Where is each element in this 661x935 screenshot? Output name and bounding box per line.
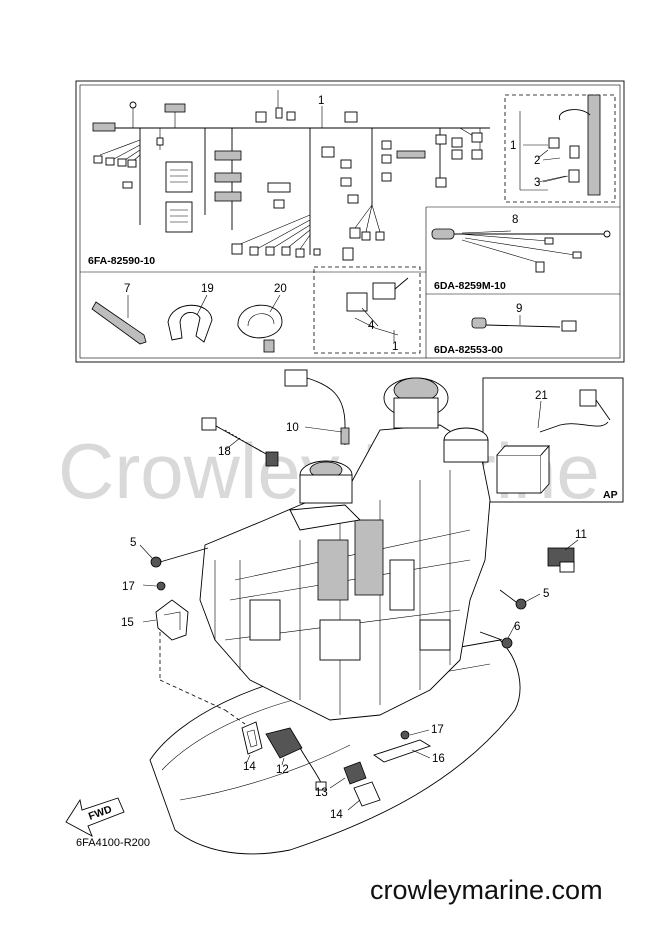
cable-tie-7 <box>91 301 147 345</box>
lead-part-code: 6DA-82553-00 <box>434 344 503 356</box>
callout-3: 3 <box>534 177 540 189</box>
sensor-lead-part-code: 6DA-8259M-10 <box>434 280 506 292</box>
sensor-lead-8 <box>431 228 611 273</box>
callout-1-top: 1 <box>318 95 324 107</box>
detail-box-relay <box>313 266 421 354</box>
fwd-arrow-icon: FWD <box>65 797 125 837</box>
sensor-11 <box>547 547 575 573</box>
sensor-18 <box>201 417 279 467</box>
bolt-6 <box>479 631 513 649</box>
site-url: crowleymarine.com <box>370 875 603 905</box>
harness-part-code: 6FA-82590-10 <box>88 255 155 267</box>
callout-5-right: 5 <box>543 588 549 600</box>
callout-20: 20 <box>274 283 287 295</box>
callout-16: 16 <box>432 753 445 765</box>
callout-14-right: 14 <box>330 809 343 821</box>
callout-1-right: 1 <box>510 140 516 152</box>
callout-12: 12 <box>276 764 289 776</box>
callout-17-right: 17 <box>431 724 444 736</box>
switch-12 <box>265 727 327 791</box>
holder-19 <box>167 304 213 343</box>
callout-5-left: 5 <box>130 537 136 549</box>
callout-19: 19 <box>201 283 214 295</box>
callout-2: 2 <box>534 155 540 167</box>
callout-1-relay: 1 <box>392 341 398 353</box>
bracket-16 <box>373 730 432 763</box>
callout-21: 21 <box>535 390 548 402</box>
callout-11: 11 <box>575 529 587 541</box>
callout-17-left: 17 <box>122 581 135 593</box>
callout-9: 9 <box>516 303 522 315</box>
callout-13: 13 <box>315 787 328 799</box>
engine-block <box>149 377 521 855</box>
grommet-14-left <box>241 721 263 755</box>
callout-7: 7 <box>124 283 130 295</box>
callout-6: 6 <box>514 621 520 633</box>
wire-harness-assembly <box>92 90 490 261</box>
callout-18: 18 <box>218 446 231 458</box>
screw-17-left <box>156 581 166 591</box>
ap-inset-frame <box>482 377 624 503</box>
grommet-14-right <box>353 781 381 807</box>
ap-label: AP <box>603 489 618 501</box>
detail-box-right <box>504 94 616 203</box>
callout-4: 4 <box>368 320 375 332</box>
callout-15: 15 <box>121 617 134 629</box>
leader-lines <box>127 106 579 811</box>
sensor-10 <box>284 369 350 445</box>
top-inset-frame <box>75 80 625 363</box>
holder-20 <box>237 304 283 353</box>
lead-9 <box>471 317 577 332</box>
switch-13 <box>343 761 367 785</box>
bolt-5-right <box>499 589 527 610</box>
bracket-15 <box>155 599 189 641</box>
drawing-code: 6FA4100-R200 <box>76 837 150 849</box>
callout-8: 8 <box>512 214 518 226</box>
callout-10: 10 <box>286 422 299 434</box>
bolt-5-left <box>150 547 209 568</box>
callout-14-left: 14 <box>243 761 256 773</box>
